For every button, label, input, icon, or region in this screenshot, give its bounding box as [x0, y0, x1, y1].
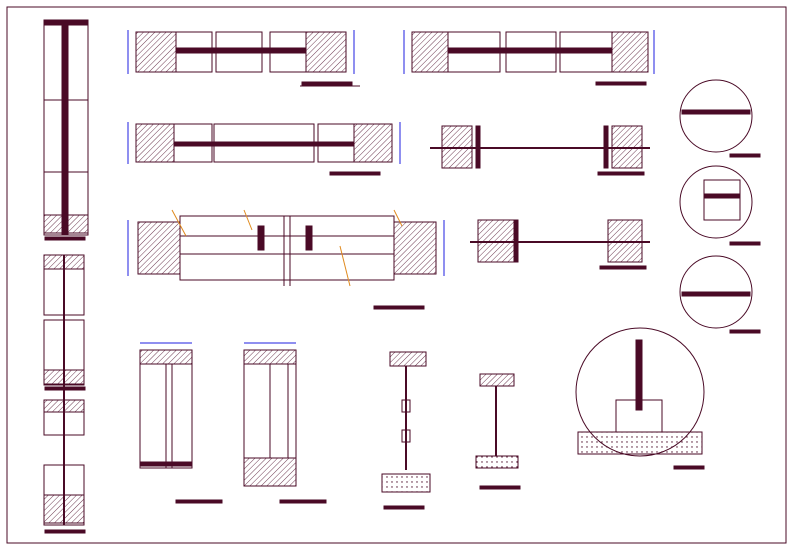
vertical-section-bottom-2	[243, 342, 327, 504]
horizontal-section-top-2	[403, 30, 655, 86]
vertical-section-left	[43, 19, 89, 534]
vertical-section-bottom-1	[139, 342, 223, 504]
vertical-section-bottom-3	[381, 351, 431, 510]
section-detail-right-1	[430, 125, 650, 176]
horizontal-section-middle	[127, 122, 401, 176]
circle-detail-2	[679, 165, 761, 246]
horizontal-section-large	[127, 209, 445, 310]
circle-detail-large	[575, 327, 705, 470]
horizontal-section-top-1	[127, 30, 360, 87]
vertical-section-bottom-4	[475, 373, 521, 490]
section-detail-right-2	[470, 219, 650, 270]
circle-detail-1	[679, 79, 761, 158]
sheet-border	[6, 6, 787, 544]
circle-detail-3	[679, 255, 761, 334]
